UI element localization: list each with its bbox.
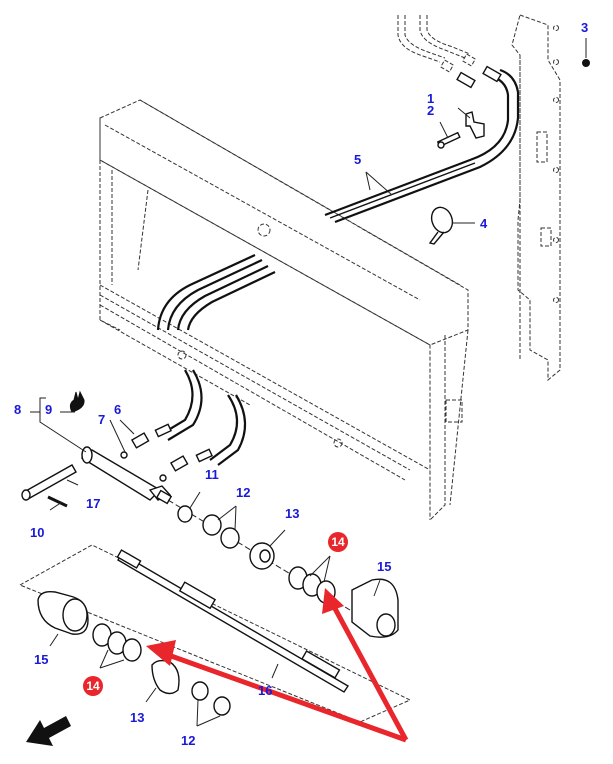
callout-17[interactable]: 17 <box>86 496 100 511</box>
callout-12-upper[interactable]: 12 <box>236 485 250 500</box>
callout-labels: 1 2 3 4 5 6 7 8 9 10 11 12 13 14 15 15 1… <box>14 20 588 748</box>
bolt-part <box>436 131 461 149</box>
callout-14-upper-badge[interactable]: 14 <box>328 532 348 552</box>
pin-part <box>21 464 77 501</box>
hydraulic-cylinder <box>80 446 173 505</box>
axle-shaft <box>18 544 412 723</box>
callout-3[interactable]: 3 <box>581 20 588 35</box>
callout-2[interactable]: 2 <box>427 103 434 118</box>
callout-1[interactable]: 1 <box>427 91 434 106</box>
front-direction-arrow <box>26 716 71 746</box>
callout-15-lower[interactable]: 15 <box>34 652 48 667</box>
side-plate <box>511 14 561 382</box>
arrow-head-right <box>322 588 344 614</box>
callout-12-lower[interactable]: 12 <box>181 733 195 748</box>
loader-frame <box>99 99 469 521</box>
arrow-head-left <box>146 640 176 666</box>
upper-hose-stubs <box>397 15 477 73</box>
callout-6[interactable]: 6 <box>114 402 121 417</box>
clamp-part <box>465 111 485 139</box>
callout-11[interactable]: 11 <box>205 467 219 482</box>
callout-4[interactable]: 4 <box>480 216 488 231</box>
hydraulic-hoses <box>156 65 520 466</box>
grease-bag-part <box>69 390 85 413</box>
callout-13-lower[interactable]: 13 <box>130 710 144 725</box>
lower-hardware <box>37 590 231 716</box>
cotter-pin-part <box>47 495 68 508</box>
nut-part <box>582 59 590 67</box>
highlight-arrows <box>146 588 409 743</box>
callout-16[interactable]: 16 <box>258 683 272 698</box>
fittings <box>120 423 213 482</box>
callout-14-upper: 14 <box>331 535 345 549</box>
callout-14-lower: 14 <box>86 679 100 693</box>
callout-14-lower-badge[interactable]: 14 <box>83 676 103 696</box>
callout-15-upper[interactable]: 15 <box>377 559 391 574</box>
callout-13-upper[interactable]: 13 <box>285 506 299 521</box>
upper-hardware <box>167 499 399 638</box>
callout-10[interactable]: 10 <box>30 525 44 540</box>
callout-7[interactable]: 7 <box>98 412 105 427</box>
callout-9[interactable]: 9 <box>45 402 52 417</box>
callout-8[interactable]: 8 <box>14 402 21 417</box>
callout-5[interactable]: 5 <box>354 152 361 167</box>
cable-tie-part <box>428 206 454 245</box>
leader-lines <box>30 38 587 727</box>
